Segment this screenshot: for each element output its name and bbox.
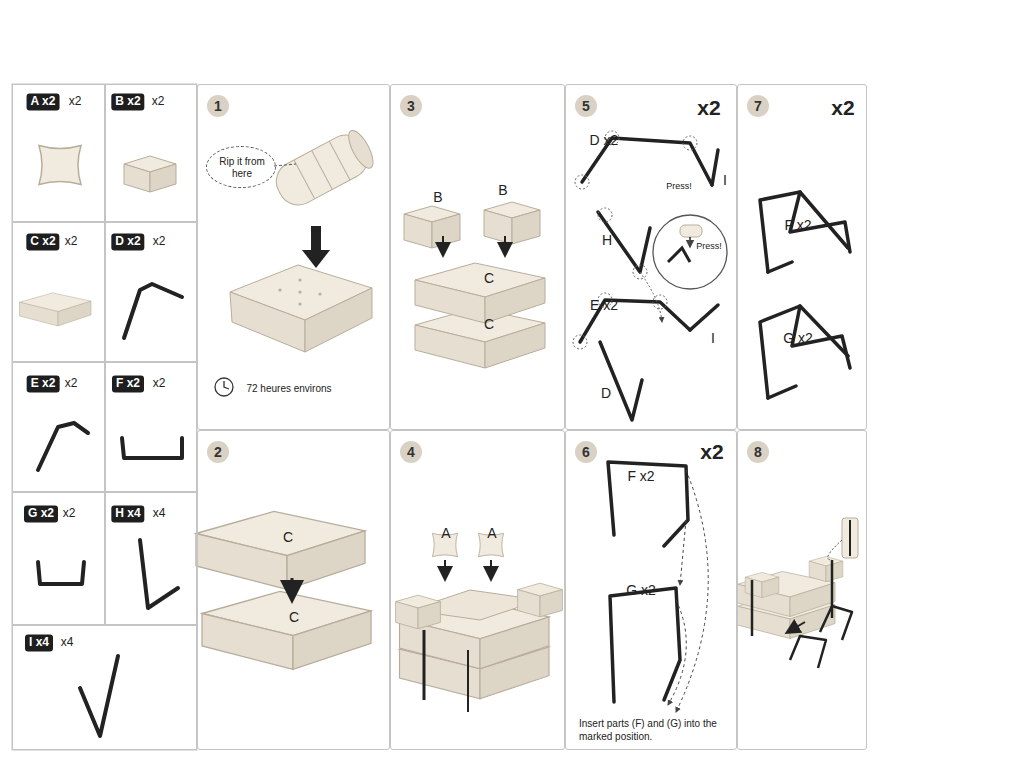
part-label: G x2 [783,331,813,346]
part-label: E x2 [590,298,618,313]
quantity-label: x4 [153,507,166,520]
part-cell: D x2 x2 [105,222,197,362]
part-cell: C x2 x2 [12,222,105,362]
callout-ellipse: Rip it from here [206,146,276,188]
part-cell: I x4 x4 [12,625,197,750]
part-label: C [484,271,494,286]
part-label: C [289,610,299,625]
multiplier-label: x2 [831,96,854,119]
part-cell: E x2 x2 [12,362,105,492]
quantity-label: x2 [63,507,76,520]
part-cell: B x2 x2 [105,84,197,222]
part-label: D [601,386,611,401]
part-cell: A x2 x2 [12,84,105,222]
step-number: 8 [747,441,769,463]
step-panel: 6 x2 F x2 G x2 Insert parts (F) and (G) into… [565,430,737,750]
step-panel: 5 x2 D x2 Press! I Press! H E x2 I D [565,84,737,430]
part-label: I [711,331,715,346]
part-label: C [283,530,293,545]
step-number: 4 [400,441,422,463]
instruction-caption: Insert parts (F) and (G) into the marked… [579,718,729,743]
quantity-label: x2 [153,235,166,248]
part-badge: H x4 [111,505,144,522]
part-label: B [433,190,442,205]
multiplier-label: x2 [700,440,723,463]
part-cell: F x2 x2 [105,362,197,492]
step-panel: 1 72 heures environs Rip it from here [197,84,390,430]
callout-text: Rip it from here [214,156,270,180]
press-note: Press! [696,242,722,252]
part-badge: A x2 [27,93,60,110]
step-panel: 7 x2 F x2 G x2 [737,84,867,430]
part-badge: F x2 [112,375,144,392]
part-badge: G x2 [24,505,58,522]
part-label: C [484,317,494,332]
quantity-label: x2 [65,377,78,390]
quantity-label: x2 [152,95,165,108]
part-cell: H x4 x4 [105,492,197,625]
press-note: Press! [666,182,692,192]
step-number: 3 [400,95,422,117]
part-label: H [602,233,612,248]
part-label: D x2 [590,133,619,148]
quantity-label: x4 [61,636,74,649]
step-number: 2 [207,441,229,463]
step-panel: 4A A [390,430,565,750]
part-label: F x2 [784,218,811,233]
quantity-label: x2 [69,95,82,108]
part-label: F x2 [627,469,654,484]
step-number: 6 [575,441,597,463]
part-cell: G x2 x2 [12,492,105,625]
multiplier-label: x2 [697,96,720,119]
step-panel: 3B B C C [390,84,565,430]
step-panel: 2C C [197,430,390,750]
part-label: G x2 [626,583,656,598]
step-number: 7 [747,95,769,117]
part-label: A [441,526,450,541]
part-label: I [723,173,727,188]
part-badge: C x2 [26,233,59,250]
quantity-label: x2 [153,377,166,390]
part-label: A [487,526,496,541]
step-panel: 8 [737,430,867,750]
part-badge: D x2 [111,233,144,250]
time-note: 72 heures environs [246,383,331,394]
part-badge: I x4 [25,634,53,651]
step-number: 5 [575,95,597,117]
part-badge: B x2 [111,93,144,110]
part-label: B [498,183,507,198]
part-badge: E x2 [27,375,60,392]
quantity-label: x2 [65,235,78,248]
step-number: 1 [207,95,229,117]
